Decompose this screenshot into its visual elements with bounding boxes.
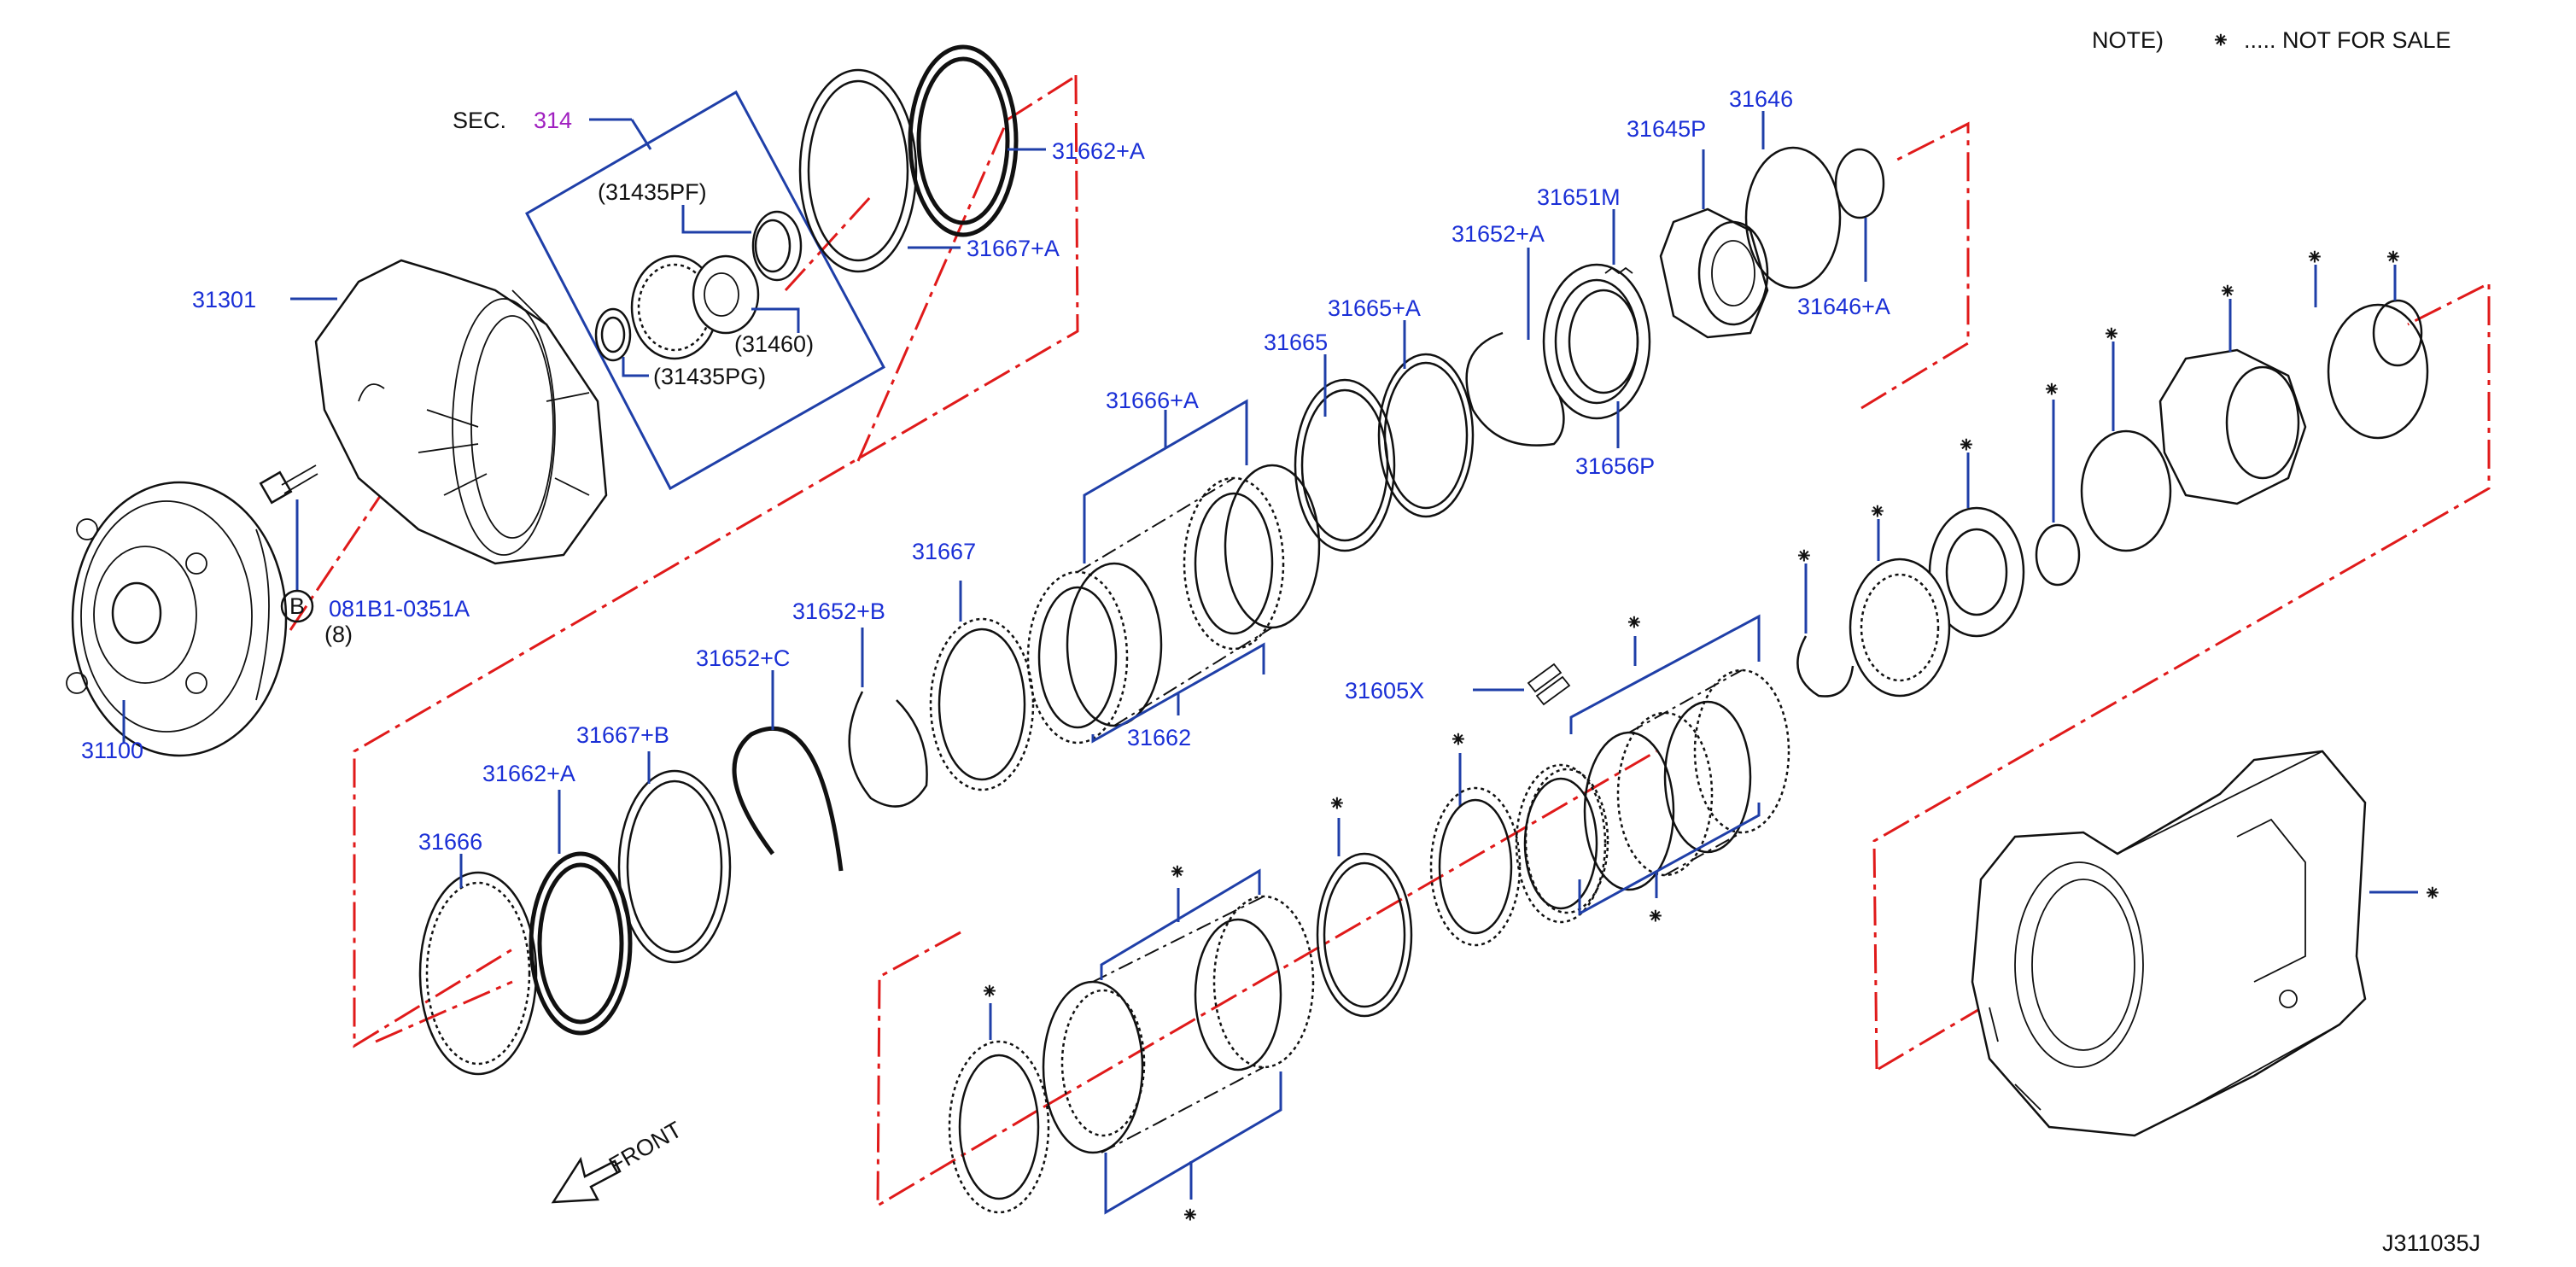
label-31652A: 31652+A — [1452, 221, 1545, 247]
label-31665A: 31665+A — [1328, 295, 1421, 321]
snap-ring-31652a — [1465, 331, 1565, 447]
key-31605x — [1527, 663, 1571, 706]
section-number: 314 — [534, 108, 572, 133]
nfs-marker: ⁕ — [1795, 544, 1814, 569]
label-31652B: 31652+B — [792, 598, 885, 624]
label-31460: (31460) — [734, 331, 814, 357]
transmission-case — [1971, 750, 2367, 1137]
nfs-clutch-pack-bottom: ⁕ ⁕ ⁕ — [948, 860, 1315, 1229]
note-text: ..... NOT FOR SALE — [2244, 27, 2451, 53]
nfs-leaders — [1804, 265, 2397, 634]
front-arrow-icon — [551, 1156, 622, 1204]
note-legend: NOTE) ⁕ ..... NOT FOR SALE — [2092, 27, 2451, 54]
nfs-marker: ⁕ — [1449, 727, 1468, 753]
washer-31435pg — [594, 307, 632, 362]
snap-ring-31652c — [732, 726, 844, 872]
spring-31651m — [1604, 266, 1633, 275]
front-label: FRONT — [605, 1117, 686, 1178]
nfs-markers: ⁕ ⁕ ⁕ ⁕ ⁕ ⁕ ⁕ ⁕ — [1795, 245, 2403, 569]
note-prefix: NOTE) — [2092, 27, 2164, 53]
plate-31667b — [617, 769, 732, 964]
nfs-marker: ⁕ — [2305, 245, 2324, 271]
nfs-clutch-pack-mid: ⁕ ⁕ ⁕ — [1449, 610, 1790, 930]
nfs-marker: ⁕ — [1181, 1203, 1200, 1229]
clutch-pack-31662 — [1026, 464, 1321, 744]
nfs-marker: ⁕ — [2423, 881, 2442, 907]
label-31662: 31662 — [1127, 725, 1191, 750]
ring-31665a — [1377, 353, 1475, 518]
ring-31665 — [1294, 378, 1396, 552]
nfs-marker: ⁕ — [1168, 860, 1187, 885]
label-31646A: 31646+A — [1797, 294, 1890, 319]
nfs-snap-ring — [1796, 635, 1855, 698]
nfs-marker: ⁕ — [1957, 433, 1976, 458]
diagram-id: J311035J — [2382, 1230, 2480, 1256]
label-31645P: 31645P — [1627, 116, 1706, 142]
section-314-bracket: SEC. 314 — [453, 90, 886, 491]
label-31662A-low: 31662+A — [482, 761, 575, 786]
input-gear-assembly — [630, 254, 760, 360]
nfs-marker: ⁕ — [1646, 904, 1665, 930]
plate-31667a — [798, 68, 918, 273]
nfs-planetary — [1849, 558, 1951, 698]
label-31435PF: (31435PF) — [598, 179, 707, 205]
plate-31666 — [418, 871, 538, 1076]
label-31666A: 31666+A — [1106, 388, 1199, 413]
label-31100: 31100 — [81, 738, 143, 763]
bolt-circle-letter: B — [289, 593, 305, 619]
label-31652C: 31652+C — [696, 645, 790, 671]
nfs-plate-mid — [1429, 786, 1522, 947]
nfs-marker: ⁕ — [1625, 610, 1644, 636]
nfs-marker: ⁕ — [2384, 245, 2403, 271]
nfs-ring-lower — [1316, 852, 1413, 1018]
nfs-bearing — [1928, 506, 2025, 638]
converter-housing — [314, 259, 608, 565]
label-31656P: 31656P — [1575, 453, 1655, 479]
plate-31662a-low — [529, 851, 633, 1036]
nfs-rings-upper — [2035, 299, 2429, 587]
washer-31435pf — [751, 210, 803, 282]
housing-bolt — [259, 464, 318, 505]
nfs-marker: ⁕ — [980, 979, 999, 1005]
plate-31662a-top — [908, 44, 1019, 237]
front-direction-indicator: FRONT — [551, 1117, 686, 1204]
nfs-marker: ⁕ — [1868, 499, 1887, 525]
seal-31646a — [1834, 148, 1885, 219]
nfs-drum — [2158, 348, 2307, 505]
torque-converter — [66, 481, 288, 757]
label-31662A-top: 31662+A — [1052, 138, 1145, 164]
seal-31646 — [1744, 146, 1842, 289]
label-31435PG: (31435PG) — [653, 364, 766, 389]
plate-31667 — [929, 617, 1035, 791]
nfs-marker: ⁕ — [2042, 377, 2061, 403]
drum-31645p — [1659, 207, 1769, 339]
label-31667: 31667 — [912, 539, 976, 564]
section-prefix: SEC. — [453, 108, 506, 133]
label-31665: 31665 — [1264, 330, 1328, 355]
nfs-marker: ⁕ — [2102, 322, 2121, 347]
piston-31656p — [1542, 263, 1651, 420]
nfs-marker: ⁕ — [1328, 791, 1346, 817]
label-31301: 31301 — [192, 287, 256, 312]
label-081B1-0351A: 081B1-0351A — [329, 596, 470, 622]
label-31605X: 31605X — [1345, 678, 1424, 704]
nfs-marker: ⁕ — [2218, 279, 2237, 305]
label-31667B: 31667+B — [576, 722, 669, 748]
label-bolt-qty: (8) — [324, 622, 353, 647]
not-for-sale-symbol: ⁕ — [2211, 28, 2230, 54]
snap-ring-31652b — [848, 691, 928, 808]
label-31667A: 31667+A — [967, 236, 1060, 261]
label-31666: 31666 — [418, 829, 482, 855]
label-31651M: 31651M — [1537, 184, 1621, 210]
label-31646: 31646 — [1729, 86, 1793, 112]
